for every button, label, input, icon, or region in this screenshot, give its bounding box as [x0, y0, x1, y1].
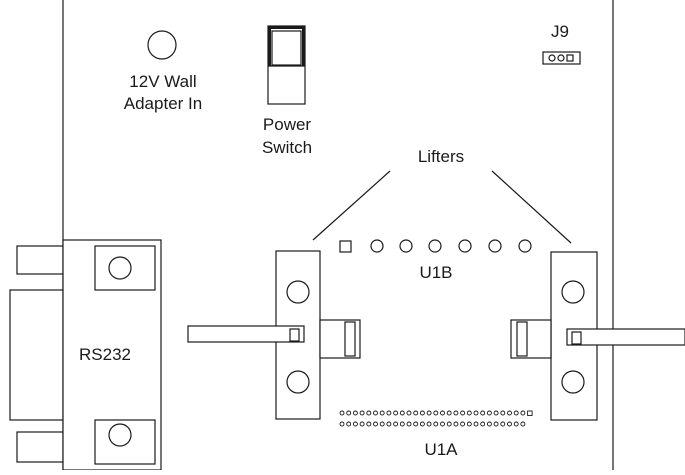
- u1a-pin: [460, 421, 466, 427]
- u1a-pin: [493, 410, 499, 416]
- u1a-pin: [386, 410, 392, 416]
- u1a-pin: [426, 421, 432, 427]
- lifter-left[interactable]: [187, 250, 361, 420]
- u1a-pin: [386, 421, 392, 427]
- u1a-pin: [393, 410, 399, 416]
- u1a-pin: [466, 421, 472, 427]
- u1a-pin: [366, 410, 372, 416]
- rs232-connector[interactable]: [9, 239, 162, 471]
- u1a-pin: [359, 410, 365, 416]
- u1a-pin: [339, 410, 345, 416]
- u1a-pin: [413, 421, 419, 427]
- lifter-leader-left: [312, 170, 391, 241]
- u1a-pin: [513, 410, 519, 416]
- j9-header: [542, 51, 581, 65]
- u1a-pin: [352, 410, 358, 416]
- u1a-pin: [433, 421, 439, 427]
- u1a-pin: [473, 410, 479, 416]
- power-switch-label-line1: Power: [263, 115, 312, 134]
- u1a-pin: [493, 421, 499, 427]
- u1a-pin: [446, 421, 452, 427]
- u1a-pin: [486, 421, 492, 427]
- u1a-pin: [393, 421, 399, 427]
- power-switch-label-line2: Switch: [262, 138, 312, 157]
- u1a-pin: [453, 421, 459, 427]
- u1a-pin: [399, 410, 405, 416]
- u1a-pin: [480, 410, 486, 416]
- u1a-pin: [339, 421, 345, 427]
- u1a-pin: [366, 421, 372, 427]
- rs232-label: RS232: [79, 345, 131, 364]
- u1a-pin: [399, 421, 405, 427]
- u1a-pin: [379, 421, 385, 427]
- u1a-pin: [500, 410, 506, 416]
- u1a-pin: [359, 421, 365, 427]
- u1a-pin: [379, 410, 385, 416]
- u1a-pin: [373, 421, 378, 427]
- u1a-pin: [373, 410, 378, 416]
- lifters-label: Lifters: [418, 147, 464, 166]
- u1a-pin: [446, 410, 452, 416]
- u1a-pin: [507, 410, 512, 416]
- u1a-pin: [440, 410, 445, 416]
- u1a-label: U1A: [424, 440, 458, 459]
- u1a-pin: [433, 410, 439, 416]
- u1b-socket: [339, 239, 532, 253]
- u1a-pin: [520, 410, 526, 416]
- lifter-leader-right: [491, 170, 572, 244]
- u1a-pin: [440, 421, 445, 427]
- u1a-pin: [406, 421, 412, 427]
- u1a-pin: [419, 410, 425, 416]
- u1a-pin: [352, 421, 358, 427]
- u1a-pin-1: [527, 410, 533, 416]
- u1a-pin: [346, 410, 352, 416]
- u1a-pin: [500, 421, 506, 427]
- power-switch[interactable]: [267, 25, 306, 105]
- power-jack-icon: [147, 30, 177, 60]
- u1b-label: U1B: [419, 263, 452, 282]
- u1a-pin: [453, 410, 459, 416]
- u1a-pin: [413, 410, 419, 416]
- j9-label: J9: [551, 22, 569, 41]
- u1a-pin: [486, 410, 492, 416]
- lifter-right[interactable]: [510, 251, 685, 421]
- u1a-pin: [346, 421, 352, 427]
- u1a-pin: [426, 410, 432, 416]
- u1a-pin: [460, 410, 466, 416]
- u1a-pin: [466, 410, 472, 416]
- u1a-pin: [507, 421, 512, 427]
- wall-adapter-label-line2: Adapter In: [124, 94, 202, 113]
- u1a-pin: [480, 421, 486, 427]
- u1a-pin: [520, 421, 526, 427]
- wall-adapter-label-line1: 12V Wall: [129, 72, 196, 91]
- u1a-pin: [513, 421, 519, 427]
- u1a-pin: [406, 410, 412, 416]
- u1a-pin: [473, 421, 479, 427]
- u1a-pin: [419, 421, 425, 427]
- u1a-socket: [339, 410, 533, 427]
